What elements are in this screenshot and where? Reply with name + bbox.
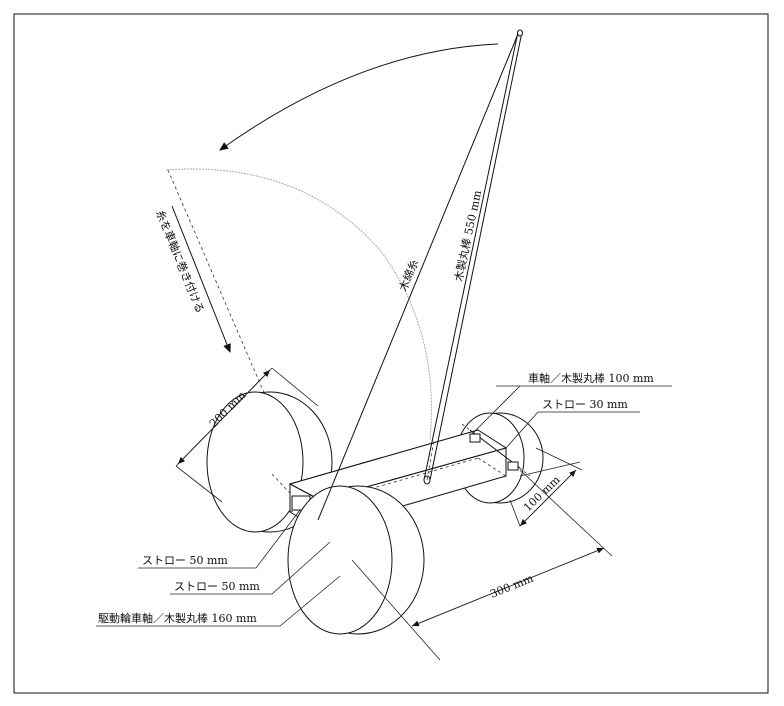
drawing-frame xyxy=(13,13,769,694)
label-mast: 木製丸棒 550 mm xyxy=(451,188,484,282)
drive-wheel xyxy=(287,485,425,635)
label-straw-rear-1: ストロー 50 mm xyxy=(142,554,228,567)
label-drive-axle: 駆動輪車軸／木製丸棒 160 mm xyxy=(98,611,257,625)
width-dimension xyxy=(509,447,583,527)
swing-arc xyxy=(165,168,432,441)
label-straw-rear-2: ストロー 50 mm xyxy=(174,580,260,593)
label-thread: 木綿糸 xyxy=(396,257,421,293)
leader-lines xyxy=(96,385,672,627)
label-straw-front: ストロー 30 mm xyxy=(542,398,628,411)
mast xyxy=(423,29,523,485)
label-axle-front: 車軸／木製丸棒 100 mm xyxy=(528,371,654,385)
label-wind-instruction: 糸を車軸に巻き付ける xyxy=(153,208,207,315)
swing-arrow xyxy=(219,43,499,151)
length-dimension xyxy=(351,469,613,661)
wind-arrow xyxy=(171,205,231,353)
label-length: 300 mm xyxy=(488,572,535,601)
wheel-diameter-dimension xyxy=(175,367,319,503)
thread xyxy=(317,33,519,521)
